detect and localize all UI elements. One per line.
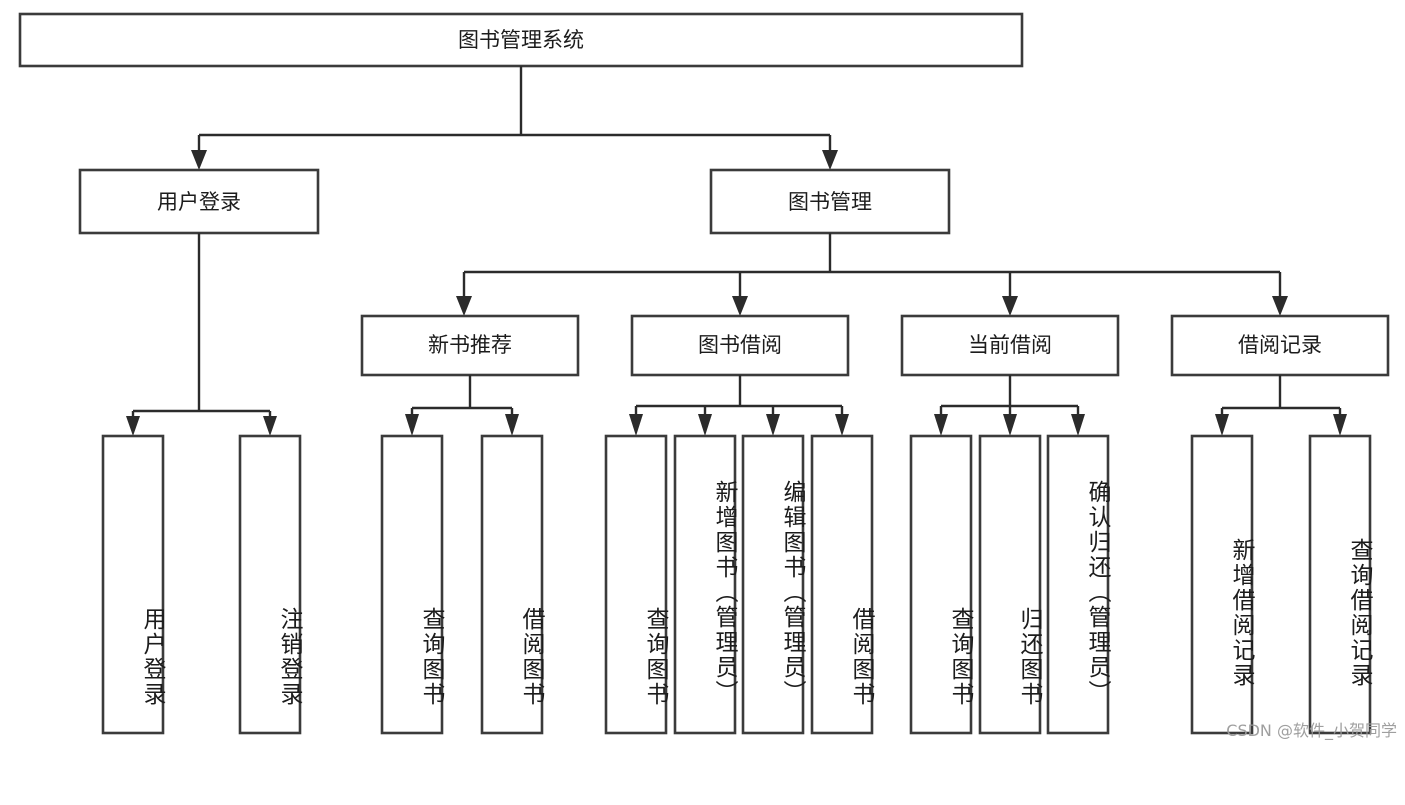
node-book-borrow[interactable]: 图书借阅 xyxy=(630,314,850,377)
arrowhead-to-book-management xyxy=(822,150,838,170)
leaf-box-query-record[interactable] xyxy=(1308,434,1372,735)
leaf-box-confirm-return[interactable] xyxy=(1046,434,1110,735)
leaf-box-add-record[interactable] xyxy=(1190,434,1254,735)
arrowhead-to-leaf-borrow-book-1 xyxy=(505,414,519,436)
arrowhead-to-leaf-edit-book xyxy=(766,414,780,436)
arrowhead-to-leaf-borrow-book-2 xyxy=(835,414,849,436)
arrowhead-to-user-login xyxy=(191,150,207,170)
book-management-label: 图书管理 xyxy=(788,190,872,214)
root-box[interactable] xyxy=(18,12,1024,68)
arrowhead-to-leaf-user-login xyxy=(126,416,140,436)
node-current-borrow[interactable]: 当前借阅 xyxy=(900,314,1120,377)
leaf-box-query-book-2[interactable] xyxy=(604,434,668,735)
arrowhead-to-leaf-query-book-3 xyxy=(934,414,948,436)
leaf-box-query-book-1[interactable] xyxy=(380,434,444,735)
node-borrow-record[interactable]: 借阅记录 xyxy=(1170,314,1390,377)
arrowhead-to-leaf-add-record xyxy=(1215,414,1229,436)
leaf-box-query-book-3[interactable] xyxy=(909,434,973,735)
arrowhead-to-leaf-logout-login xyxy=(263,416,277,436)
node-book-management[interactable]: 图书管理 xyxy=(709,168,951,235)
leaf-box-edit-book[interactable] xyxy=(741,434,805,735)
arrowhead-to-leaf-query-book-2 xyxy=(629,414,643,436)
leaf-box-logout-login[interactable] xyxy=(238,434,302,735)
tree-diagram-svg: 图书管理系统 用户登录 图书管理 xyxy=(18,12,1390,735)
borrow-record-label: 借阅记录 xyxy=(1238,333,1322,357)
leaf-box-return-book[interactable] xyxy=(978,434,1042,735)
book-borrow-box[interactable] xyxy=(630,314,850,377)
csdn-watermark: CSDN @软件_小贺同学 xyxy=(1226,721,1397,740)
arrowhead-to-leaf-query-record xyxy=(1333,414,1347,436)
leaf-box-user-login[interactable] xyxy=(101,434,165,735)
node-root[interactable]: 图书管理系统 xyxy=(18,12,1024,68)
book-borrow-label: 图书借阅 xyxy=(698,333,782,357)
new-book-recommend-box[interactable] xyxy=(360,314,580,377)
arrowhead-to-leaf-query-book-1 xyxy=(405,414,419,436)
arrowhead-to-current-borrow xyxy=(1002,296,1018,316)
root-label: 图书管理系统 xyxy=(458,28,584,52)
diagram-canvas: 图书管理系统 用户登录 图书管理 xyxy=(18,12,1397,740)
book-management-box[interactable] xyxy=(709,168,951,235)
arrowhead-to-leaf-return-book xyxy=(1003,414,1017,436)
arrowhead-to-leaf-confirm-return xyxy=(1071,414,1085,436)
node-new-book-recommend[interactable]: 新书推荐 xyxy=(360,314,580,377)
arrowhead-to-borrow-record xyxy=(1272,296,1288,316)
arrowhead-to-new-book-recommend xyxy=(456,296,472,316)
node-user-login[interactable]: 用户登录 xyxy=(78,168,320,235)
arrowhead-to-book-borrow xyxy=(732,296,748,316)
leaf-box-borrow-book-2[interactable] xyxy=(810,434,874,735)
current-borrow-box[interactable] xyxy=(900,314,1120,377)
leaf-box-borrow-book-1[interactable] xyxy=(480,434,544,735)
borrow-record-box[interactable] xyxy=(1170,314,1390,377)
user-login-label: 用户登录 xyxy=(157,190,241,214)
leaf-box-add-book[interactable] xyxy=(673,434,737,735)
new-book-recommend-label: 新书推荐 xyxy=(428,333,512,357)
arrowhead-to-leaf-add-book xyxy=(698,414,712,436)
current-borrow-label: 当前借阅 xyxy=(968,333,1052,357)
